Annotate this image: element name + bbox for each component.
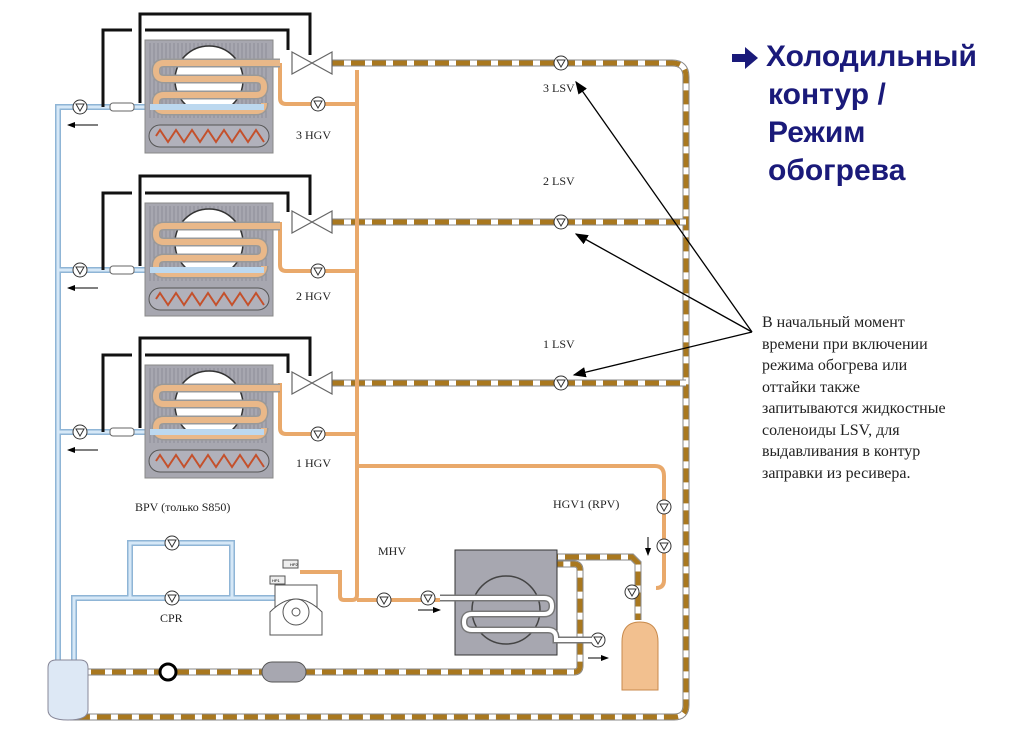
label-3-hgv: 3 HGV — [296, 128, 331, 142]
note-line: времени при включении — [762, 335, 928, 353]
solenoid-valves — [72, 55, 672, 648]
evaporator-unit — [109, 202, 280, 317]
valve-icon[interactable] — [310, 426, 326, 442]
valve-icon[interactable] — [72, 262, 88, 278]
valve-icon[interactable] — [310, 96, 326, 112]
title-line-4: обогрева — [768, 154, 906, 187]
evaporator-unit — [109, 364, 280, 479]
receiver — [621, 621, 659, 691]
label-2-hgv: 2 HGV — [296, 289, 331, 303]
callout-arrows — [572, 80, 753, 378]
valve-icon[interactable] — [553, 55, 569, 71]
title-line-2: контур / — [768, 78, 886, 111]
right-arrow-icon — [732, 47, 758, 70]
hot-gas-lines — [278, 63, 666, 602]
label-mhv: MHV — [378, 544, 406, 558]
heater-element-icon — [155, 453, 265, 469]
flow-arrows — [67, 122, 651, 661]
valve-icon[interactable] — [310, 263, 326, 279]
valve-icon[interactable] — [376, 592, 392, 608]
diagram-labels: 3 LSV 2 LSV 1 LSV 3 HGV 2 HGV 1 HGV BPV … — [135, 81, 619, 625]
heater-element-icon — [155, 291, 265, 307]
condenser-unit — [440, 549, 592, 656]
hp2-label: HP2 — [290, 562, 299, 567]
valve-icon[interactable] — [553, 214, 569, 230]
valve-icon[interactable] — [164, 590, 180, 606]
valve-icon[interactable] — [72, 424, 88, 440]
explanation-note: В начальный момент времени при включении… — [762, 312, 1002, 484]
label-1-hgv: 1 HGV — [296, 456, 331, 470]
title-line-1: Холодильный — [766, 40, 977, 73]
note-line: оттайки также — [762, 378, 860, 396]
label-3-lsv: 3 LSV — [543, 81, 575, 95]
label-1-lsv: 1 LSV — [543, 337, 575, 351]
filter-drier-icon — [261, 661, 307, 683]
heater-element-icon — [155, 128, 265, 144]
note-line: В начальный момент — [762, 314, 905, 331]
hp1-label: HP1 — [272, 578, 281, 583]
label-2-lsv: 2 LSV — [543, 174, 575, 188]
pressure-valves — [291, 50, 333, 396]
page-title: Холодильный контур / Режим обогрева — [732, 38, 1022, 190]
label-bpv: BPV (только S850) — [135, 500, 230, 514]
valve-icon[interactable] — [553, 375, 569, 391]
note-line: выдавливания в контур — [762, 443, 921, 460]
label-hgv1-rpv: HGV1 (RPV) — [553, 497, 619, 511]
note-line: режима обогрева или — [762, 357, 908, 374]
valve-icon[interactable] — [164, 535, 180, 551]
valve-icon[interactable] — [420, 590, 436, 606]
note-line: соленоиды LSV, для — [762, 421, 900, 439]
valve-icon[interactable] — [656, 499, 672, 515]
valve-icon[interactable] — [624, 584, 640, 600]
label-cpr: CPR — [160, 611, 183, 625]
compressor[interactable]: HP2 HP1 — [269, 559, 323, 636]
accumulator — [47, 659, 89, 721]
valve-icon[interactable] — [72, 99, 88, 115]
note-line: запитываются жидкостные — [762, 400, 946, 417]
pilot-lines — [101, 12, 312, 432]
title-line-3: Режим — [768, 116, 866, 149]
valve-icon[interactable] — [656, 538, 672, 554]
note-line: заправки из ресивера. — [762, 464, 911, 482]
evaporator-unit — [109, 39, 280, 154]
valve-icon[interactable] — [590, 632, 606, 648]
sight-glass-icon — [158, 662, 178, 682]
